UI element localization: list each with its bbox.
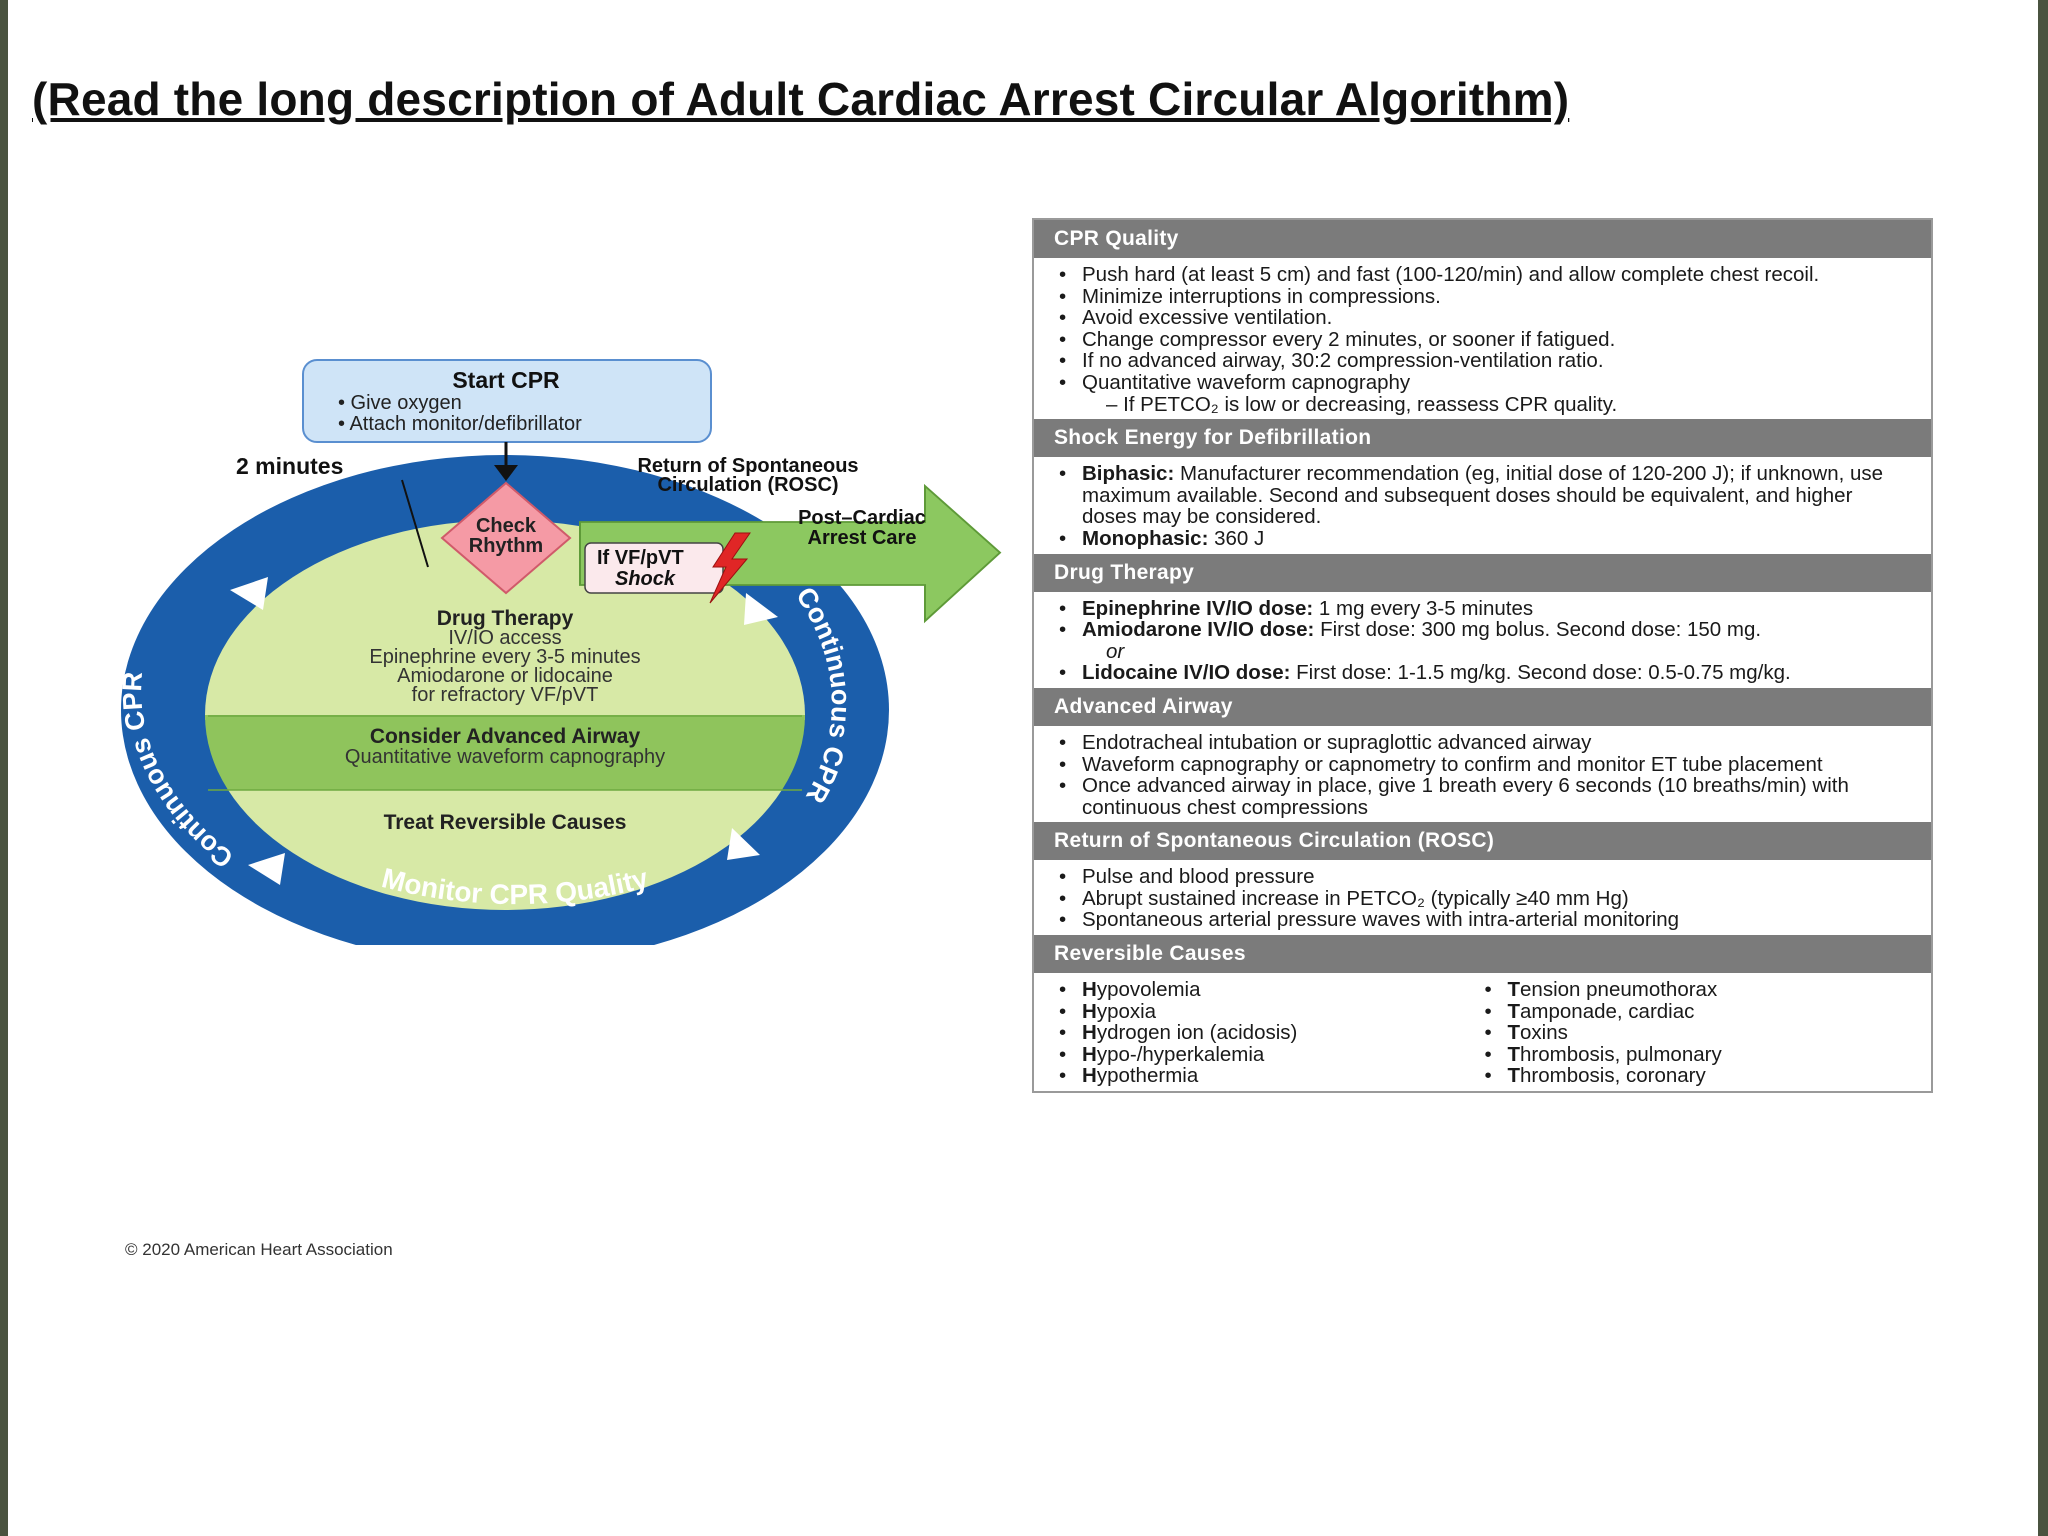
list-item: Thrombosis, pulmonary — [1480, 1044, 1906, 1066]
ring-arrow-left-top — [230, 577, 268, 610]
biphasic-label: Biphasic: — [1082, 462, 1175, 486]
drug-therapy-line2: Epinephrine every 3-5 minutes — [369, 646, 640, 668]
info-panel: CPR Quality Push hard (at least 5 cm) an… — [1032, 218, 1933, 1094]
biphasic-text: Manufacturer recommendation (eg, initial… — [1082, 462, 1884, 529]
rosc-body: Pulse and blood pressure Abrupt sustaine… — [1034, 860, 1931, 935]
ring-arrow-left-bottom — [248, 853, 285, 885]
list-item: Once advanced airway in place, give 1 br… — [1054, 775, 1905, 818]
ring-arrow-right-top — [744, 593, 778, 625]
circular-algorithm-diagram: Continuous CPR Continuous CPR Monitor CP… — [117, 359, 1002, 945]
list-item: Tension pneumothorax — [1480, 979, 1906, 1001]
drug-therapy-body: Epinephrine IV/IO dose: 1 mg every 3-5 m… — [1034, 592, 1931, 688]
shock-box[interactable] — [584, 542, 724, 594]
check-rhythm-line1: Check — [476, 515, 537, 537]
shock-energy-body: Biphasic: Manufacturer recommendation (e… — [1034, 457, 1931, 553]
rosc-label-line1: Return of Spontaneous — [637, 455, 858, 477]
list-item: Tamponade, cardiac — [1480, 1000, 1906, 1023]
list-item: Quantitative waveform capnography — [1054, 372, 1905, 394]
list-item: Abrupt sustained increase in PETCO₂ (typ… — [1054, 888, 1905, 910]
epinephrine-text: 1 mg every 3-5 minutes — [1313, 596, 1534, 620]
list-item: Toxins — [1480, 1022, 1906, 1044]
post-arrest-line2: Arrest Care — [808, 527, 917, 549]
check-rhythm-line2: Rhythm — [469, 535, 543, 557]
rosc-heading: Return of Spontaneous Circulation (ROSC) — [1034, 822, 1931, 861]
list-item: Amiodarone IV/IO dose: First dose: 300 m… — [1054, 619, 1905, 641]
copyright: © 2020 American Heart Association — [125, 1240, 393, 1259]
reversible-causes-body: Hypovolemia Hypoxia Hydrogen ion (acidos… — [1034, 973, 1931, 1091]
list-item: Change compressor every 2 minutes, or so… — [1054, 329, 1905, 351]
shock-energy-heading: Shock Energy for Defibrillation — [1034, 419, 1931, 458]
advanced-airway-heading: Advanced Airway — [1034, 687, 1931, 726]
advanced-airway-line1: Quantitative waveform capnography — [345, 746, 665, 768]
start-cpr-item-oxygen: • Give oxygen — [338, 392, 462, 414]
list-item: Push hard (at least 5 cm) and fast (100-… — [1054, 264, 1905, 286]
list-item: Hypothermia — [1054, 1065, 1480, 1087]
airway-band — [205, 715, 805, 790]
or-label: or — [1106, 639, 1125, 663]
drug-therapy-title: Drug Therapy — [437, 607, 574, 630]
list-item: Monophasic: 360 J — [1054, 528, 1905, 550]
list-item: Hydrogen ion (acidosis) — [1054, 1022, 1480, 1044]
reversible-causes-heading: Reversible Causes — [1034, 935, 1931, 974]
lidocaine-label: Lidocaine IV/IO dose: — [1082, 661, 1291, 685]
list-item: Epinephrine IV/IO dose: 1 mg every 3-5 m… — [1054, 596, 1905, 620]
list-item: Avoid excessive ventilation. — [1054, 307, 1905, 329]
amiodarone-text: First dose: 300 mg bolus. Second dose: 1… — [1314, 618, 1762, 642]
drug-therapy-heading: Drug Therapy — [1034, 553, 1931, 592]
amiodarone-label: Amiodarone IV/IO dose: — [1082, 618, 1315, 642]
down-arrow-icon — [494, 465, 518, 481]
ring-arrow-right-bottom — [727, 828, 760, 860]
cpr-quality-body: Push hard (at least 5 cm) and fast (100-… — [1034, 258, 1931, 419]
shock-line2: Shock — [615, 568, 676, 590]
post-arrest-line1: Post–Cardiac — [798, 507, 926, 529]
epinephrine-label: Epinephrine IV/IO dose: — [1082, 596, 1314, 620]
lightning-bolt-icon — [709, 532, 751, 604]
t-causes-list: Tension pneumothorax Tamponade, cardiac … — [1480, 979, 1906, 1087]
list-item: Spontaneous arterial pressure waves with… — [1054, 909, 1905, 931]
check-rhythm-diamond[interactable] — [440, 481, 572, 595]
list-item: Biphasic: Manufacturer recommendation (e… — [1054, 463, 1905, 528]
list-item: Hypo-/hyperkalemia — [1054, 1044, 1480, 1066]
list-item: Hypovolemia — [1054, 979, 1480, 1001]
list-item: If no advanced airway, 30:2 compression-… — [1054, 350, 1905, 372]
list-item: Minimize interruptions in compressions. — [1054, 285, 1905, 308]
sub-item: – If PETCO₂ is low or decreasing, reasse… — [1106, 392, 1618, 416]
list-item: Pulse and blood pressure — [1054, 866, 1905, 888]
start-cpr-title: Start CPR — [452, 367, 560, 393]
advanced-airway-title: Consider Advanced Airway — [370, 725, 641, 748]
list-item: Lidocaine IV/IO dose: First dose: 1-1.5 … — [1054, 662, 1905, 684]
drug-therapy-line1: IV/IO access — [448, 627, 561, 649]
rosc-label-line2: Circulation (ROSC) — [657, 474, 838, 496]
shock-line1: If VF/pVT — [597, 547, 684, 569]
list-item: Waveform capnography or capnometry to co… — [1054, 753, 1905, 776]
right-frame-edge — [2038, 0, 2048, 1536]
cpr-quality-heading: CPR Quality — [1034, 220, 1931, 258]
list-item: Hypoxia — [1054, 1000, 1480, 1023]
left-frame-edge — [0, 0, 8, 1536]
list-item: Thrombosis, coronary — [1480, 1065, 1906, 1087]
monophasic-label: Monophasic: — [1082, 526, 1209, 550]
start-cpr-item-monitor: • Attach monitor/defibrillator — [338, 413, 582, 435]
reversible-causes-label: Treat Reversible Causes — [384, 811, 627, 834]
two-minutes-label: 2 minutes — [236, 453, 343, 479]
page-title[interactable]: (Read the long description of Adult Card… — [32, 73, 1570, 125]
drug-therapy-line3: Amiodarone or lidocaine — [397, 665, 613, 687]
h-causes-list: Hypovolemia Hypoxia Hydrogen ion (acidos… — [1054, 979, 1480, 1087]
drug-therapy-line4: for refractory VF/pVT — [412, 684, 599, 706]
advanced-airway-body: Endotracheal intubation or supraglottic … — [1034, 726, 1931, 822]
monophasic-text: 360 J — [1208, 526, 1265, 550]
list-item: Endotracheal intubation or supraglottic … — [1054, 732, 1905, 754]
lidocaine-text: First dose: 1-1.5 mg/kg. Second dose: 0.… — [1290, 661, 1791, 685]
